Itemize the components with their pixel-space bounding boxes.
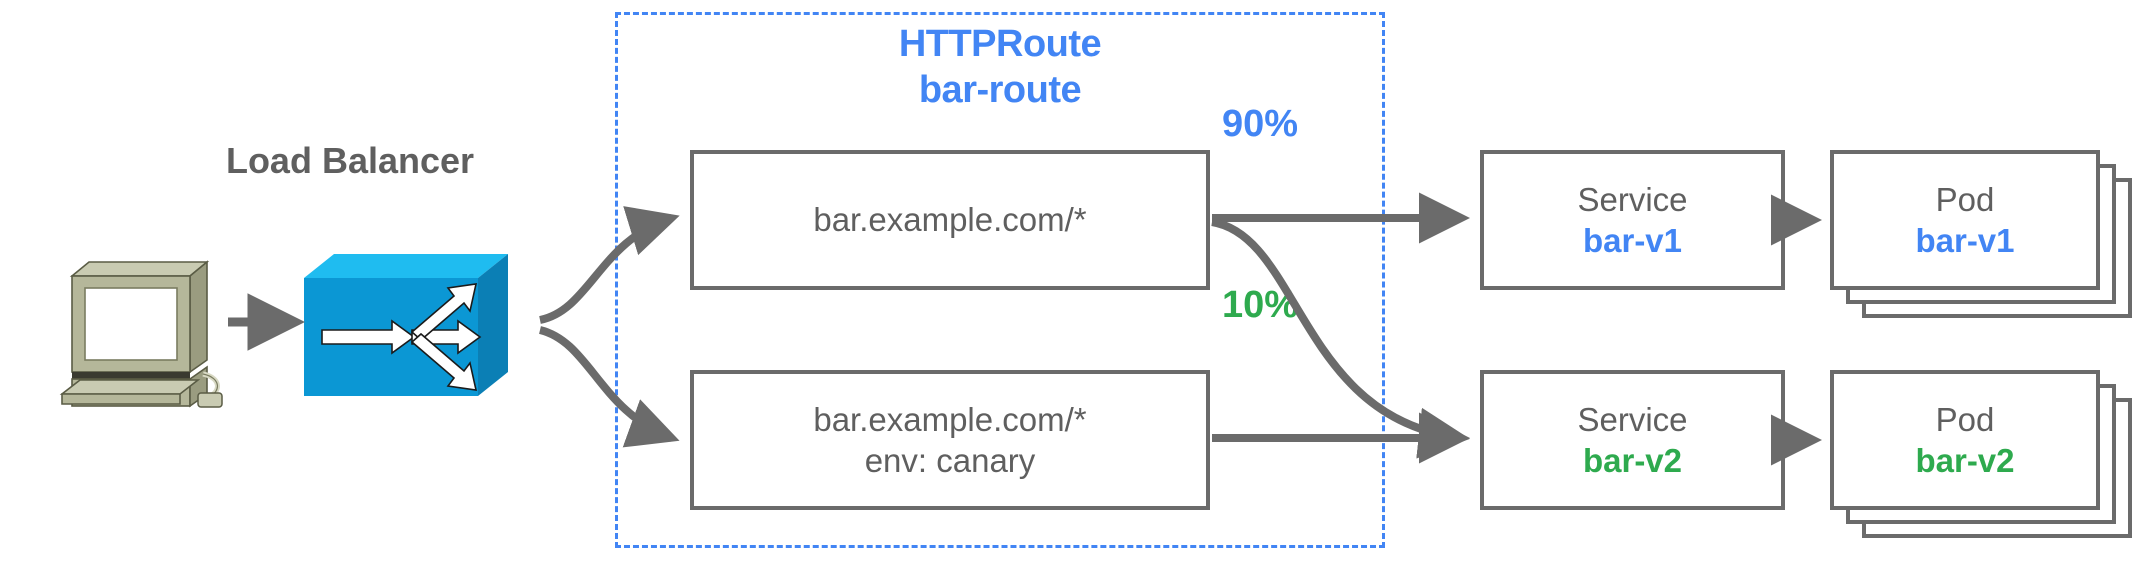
pod-box-bar-v2[interactable]: Pod bar-v2: [1830, 370, 2100, 510]
httproute-title: HTTPRoute bar-route: [615, 22, 1385, 113]
route-match-hostname: bar.example.com/*: [813, 400, 1087, 438]
route-match-header: env: canary: [864, 442, 1036, 479]
service-kind-label: Service: [1577, 180, 1688, 218]
pod-name-label: bar-v2: [1915, 442, 2015, 479]
httproute-name-label: bar-route: [918, 68, 1082, 111]
pod-box-bar-v1[interactable]: Pod bar-v1: [1830, 150, 2100, 290]
desktop-computer-icon: [40, 246, 223, 408]
pod-kind-label: Pod: [1935, 180, 1995, 218]
route-match-hostname: bar.example.com/*: [813, 201, 1087, 239]
service-box-bar-v2[interactable]: Service bar-v2: [1480, 370, 1785, 510]
pod-name-label: bar-v1: [1915, 222, 2015, 259]
service-name-label: bar-v2: [1582, 442, 1683, 479]
route-match-box-default[interactable]: bar.example.com/*: [690, 150, 1210, 290]
service-name-label: bar-v1: [1582, 222, 1683, 259]
pod-kind-label: Pod: [1935, 400, 1995, 438]
service-kind-label: Service: [1577, 400, 1688, 438]
weight-label-10: 10%: [1222, 284, 1299, 326]
weight-label-90: 90%: [1222, 103, 1299, 145]
httproute-kind-label: HTTPRoute: [898, 23, 1102, 65]
load-balancer-label: Load Balancer: [225, 140, 475, 181]
network-switch-icon: [300, 250, 540, 405]
route-match-box-canary[interactable]: bar.example.com/* env: canary: [690, 370, 1210, 510]
service-box-bar-v1[interactable]: Service bar-v1: [1480, 150, 1785, 290]
